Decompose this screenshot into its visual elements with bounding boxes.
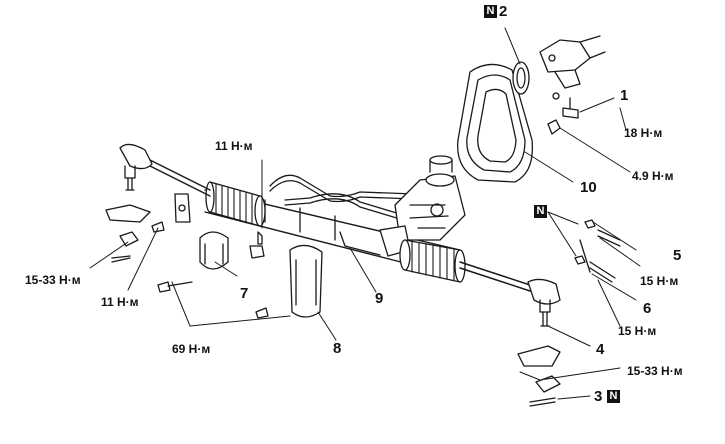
bracket-bolt-8: [255, 307, 269, 319]
hydraulic-pipes: [269, 174, 416, 220]
mount-bushing-7: [199, 231, 229, 270]
right-boot-clamp: [517, 345, 561, 367]
callout-5: 5: [673, 247, 682, 264]
callout-10: 10: [580, 179, 597, 196]
torque-15-a: 15 Н·м: [640, 274, 679, 288]
torque-15-33-left: 15-33 Н·м: [25, 273, 81, 287]
callout-3: 3: [594, 388, 603, 405]
callout-4: 4: [596, 341, 605, 358]
torque-11-top: 11 Н·м: [215, 139, 253, 153]
clamp-bolt: [552, 92, 579, 119]
torque-69: 69 Н·м: [172, 342, 211, 356]
callout-7: 7: [240, 285, 249, 302]
left-boot-clamp: [105, 204, 151, 223]
right-tie-rod: [459, 261, 561, 327]
left-bellows-boot: [205, 181, 266, 227]
dust-cover: [457, 63, 534, 183]
left-nut: [119, 231, 139, 247]
new-part-marker-2: N: [484, 5, 497, 18]
new-part-marker-n: N: [534, 205, 547, 218]
callout-1: 1: [620, 87, 629, 104]
torque-4-9: 4.9 Н·м: [632, 169, 674, 183]
leader-lines: [89, 27, 641, 400]
center-fitting: [249, 231, 265, 259]
torque-15-33-right: 15-33 Н·м: [627, 364, 683, 378]
callout-9: 9: [375, 290, 384, 307]
torque-15-b: 15 Н·м: [618, 324, 657, 338]
mount-bracket-left-upper: [174, 193, 191, 223]
callout-2: 2: [499, 3, 508, 20]
right-fittings: [574, 219, 621, 283]
right-cotter-pin: [529, 397, 556, 407]
callout-8: 8: [333, 340, 342, 357]
callout-6: 6: [643, 300, 652, 317]
new-part-marker-3: N: [607, 390, 620, 403]
mount-clamp-8: [289, 244, 323, 318]
left-tie-rod: [119, 143, 211, 197]
bracket-bolt-7: [157, 281, 193, 293]
small-bolt-left: [151, 221, 165, 233]
torque-11-left: 11 Н·м: [101, 295, 139, 309]
universal-joint: [539, 35, 606, 89]
seal-ring: [512, 61, 530, 95]
left-cotter-pin: [111, 255, 131, 263]
cover-nut: [547, 119, 561, 135]
torque-18: 18 Н·м: [624, 126, 663, 140]
right-bellows-boot: [399, 239, 466, 283]
